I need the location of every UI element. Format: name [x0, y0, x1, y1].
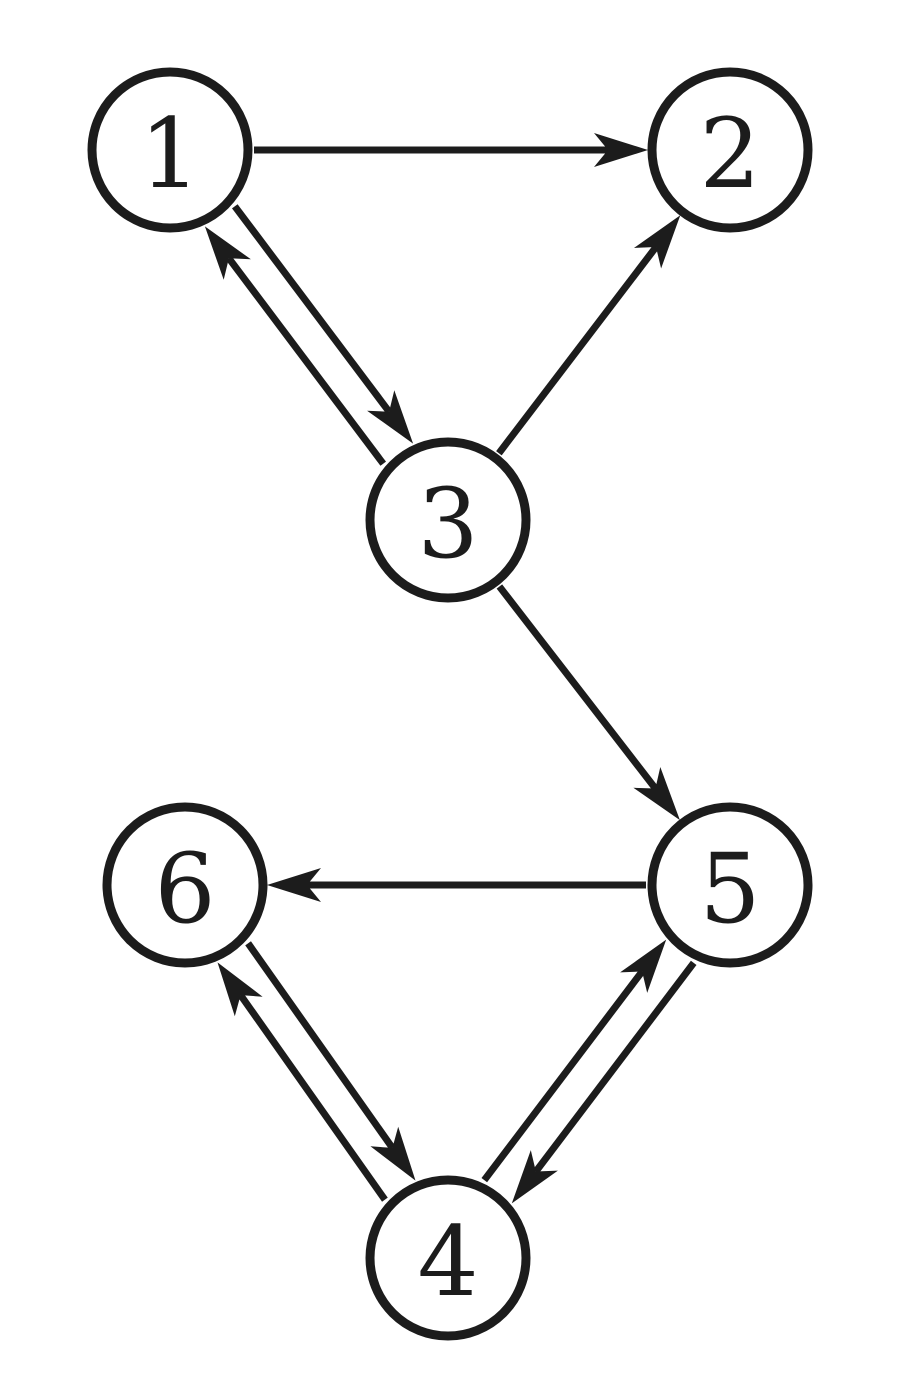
node-label: 5	[699, 833, 760, 945]
edge-5-to-6	[267, 868, 646, 902]
edge-3-to-5	[496, 584, 680, 821]
arrowhead-icon	[267, 868, 321, 902]
edge-line	[226, 256, 386, 466]
edge-line	[232, 204, 392, 414]
edge-3-to-1	[204, 226, 386, 466]
node-label: 6	[154, 833, 215, 945]
arrowhead-icon	[367, 390, 414, 444]
node-label: 4	[417, 1206, 478, 1318]
arrowhead-icon	[594, 133, 648, 167]
arrowhead-icon	[217, 962, 263, 1017]
node-5: 5	[647, 802, 813, 968]
node-label: 2	[699, 98, 760, 210]
edge-5-to-4	[511, 960, 697, 1204]
node-label: 3	[417, 468, 478, 580]
node-6: 6	[102, 802, 268, 968]
edge-line	[533, 960, 697, 1174]
edge-line	[245, 941, 396, 1150]
nodes-layer: 1 2 3 4 5 6	[87, 67, 813, 1341]
edge-line	[481, 969, 645, 1183]
node-label: 1	[139, 98, 200, 210]
node-circle	[647, 67, 813, 233]
node-2: 2	[647, 67, 813, 233]
edges-layer	[204, 133, 697, 1204]
edge-4-to-5	[481, 939, 667, 1183]
edge-line	[237, 993, 388, 1202]
node-circle	[647, 802, 813, 968]
node-1: 1	[87, 67, 253, 233]
edge-4-to-6	[217, 962, 388, 1202]
edge-6-to-4	[245, 941, 416, 1181]
arrowhead-icon	[620, 939, 667, 993]
node-circle	[87, 67, 253, 233]
node-4: 4	[365, 1175, 531, 1341]
arrowhead-icon	[633, 767, 680, 821]
node-circle	[365, 1175, 531, 1341]
edge-3-to-2	[496, 215, 681, 456]
edge-line	[496, 244, 659, 456]
arrowhead-icon	[511, 1150, 558, 1204]
edge-1-to-2	[254, 133, 648, 167]
edge-line	[496, 584, 659, 791]
arrowhead-icon	[204, 226, 251, 280]
node-3: 3	[365, 437, 531, 603]
node-circle	[365, 437, 531, 603]
edge-1-to-3	[232, 204, 414, 444]
arrowhead-icon	[370, 1126, 416, 1181]
node-circle	[102, 802, 268, 968]
arrowhead-icon	[634, 215, 681, 269]
